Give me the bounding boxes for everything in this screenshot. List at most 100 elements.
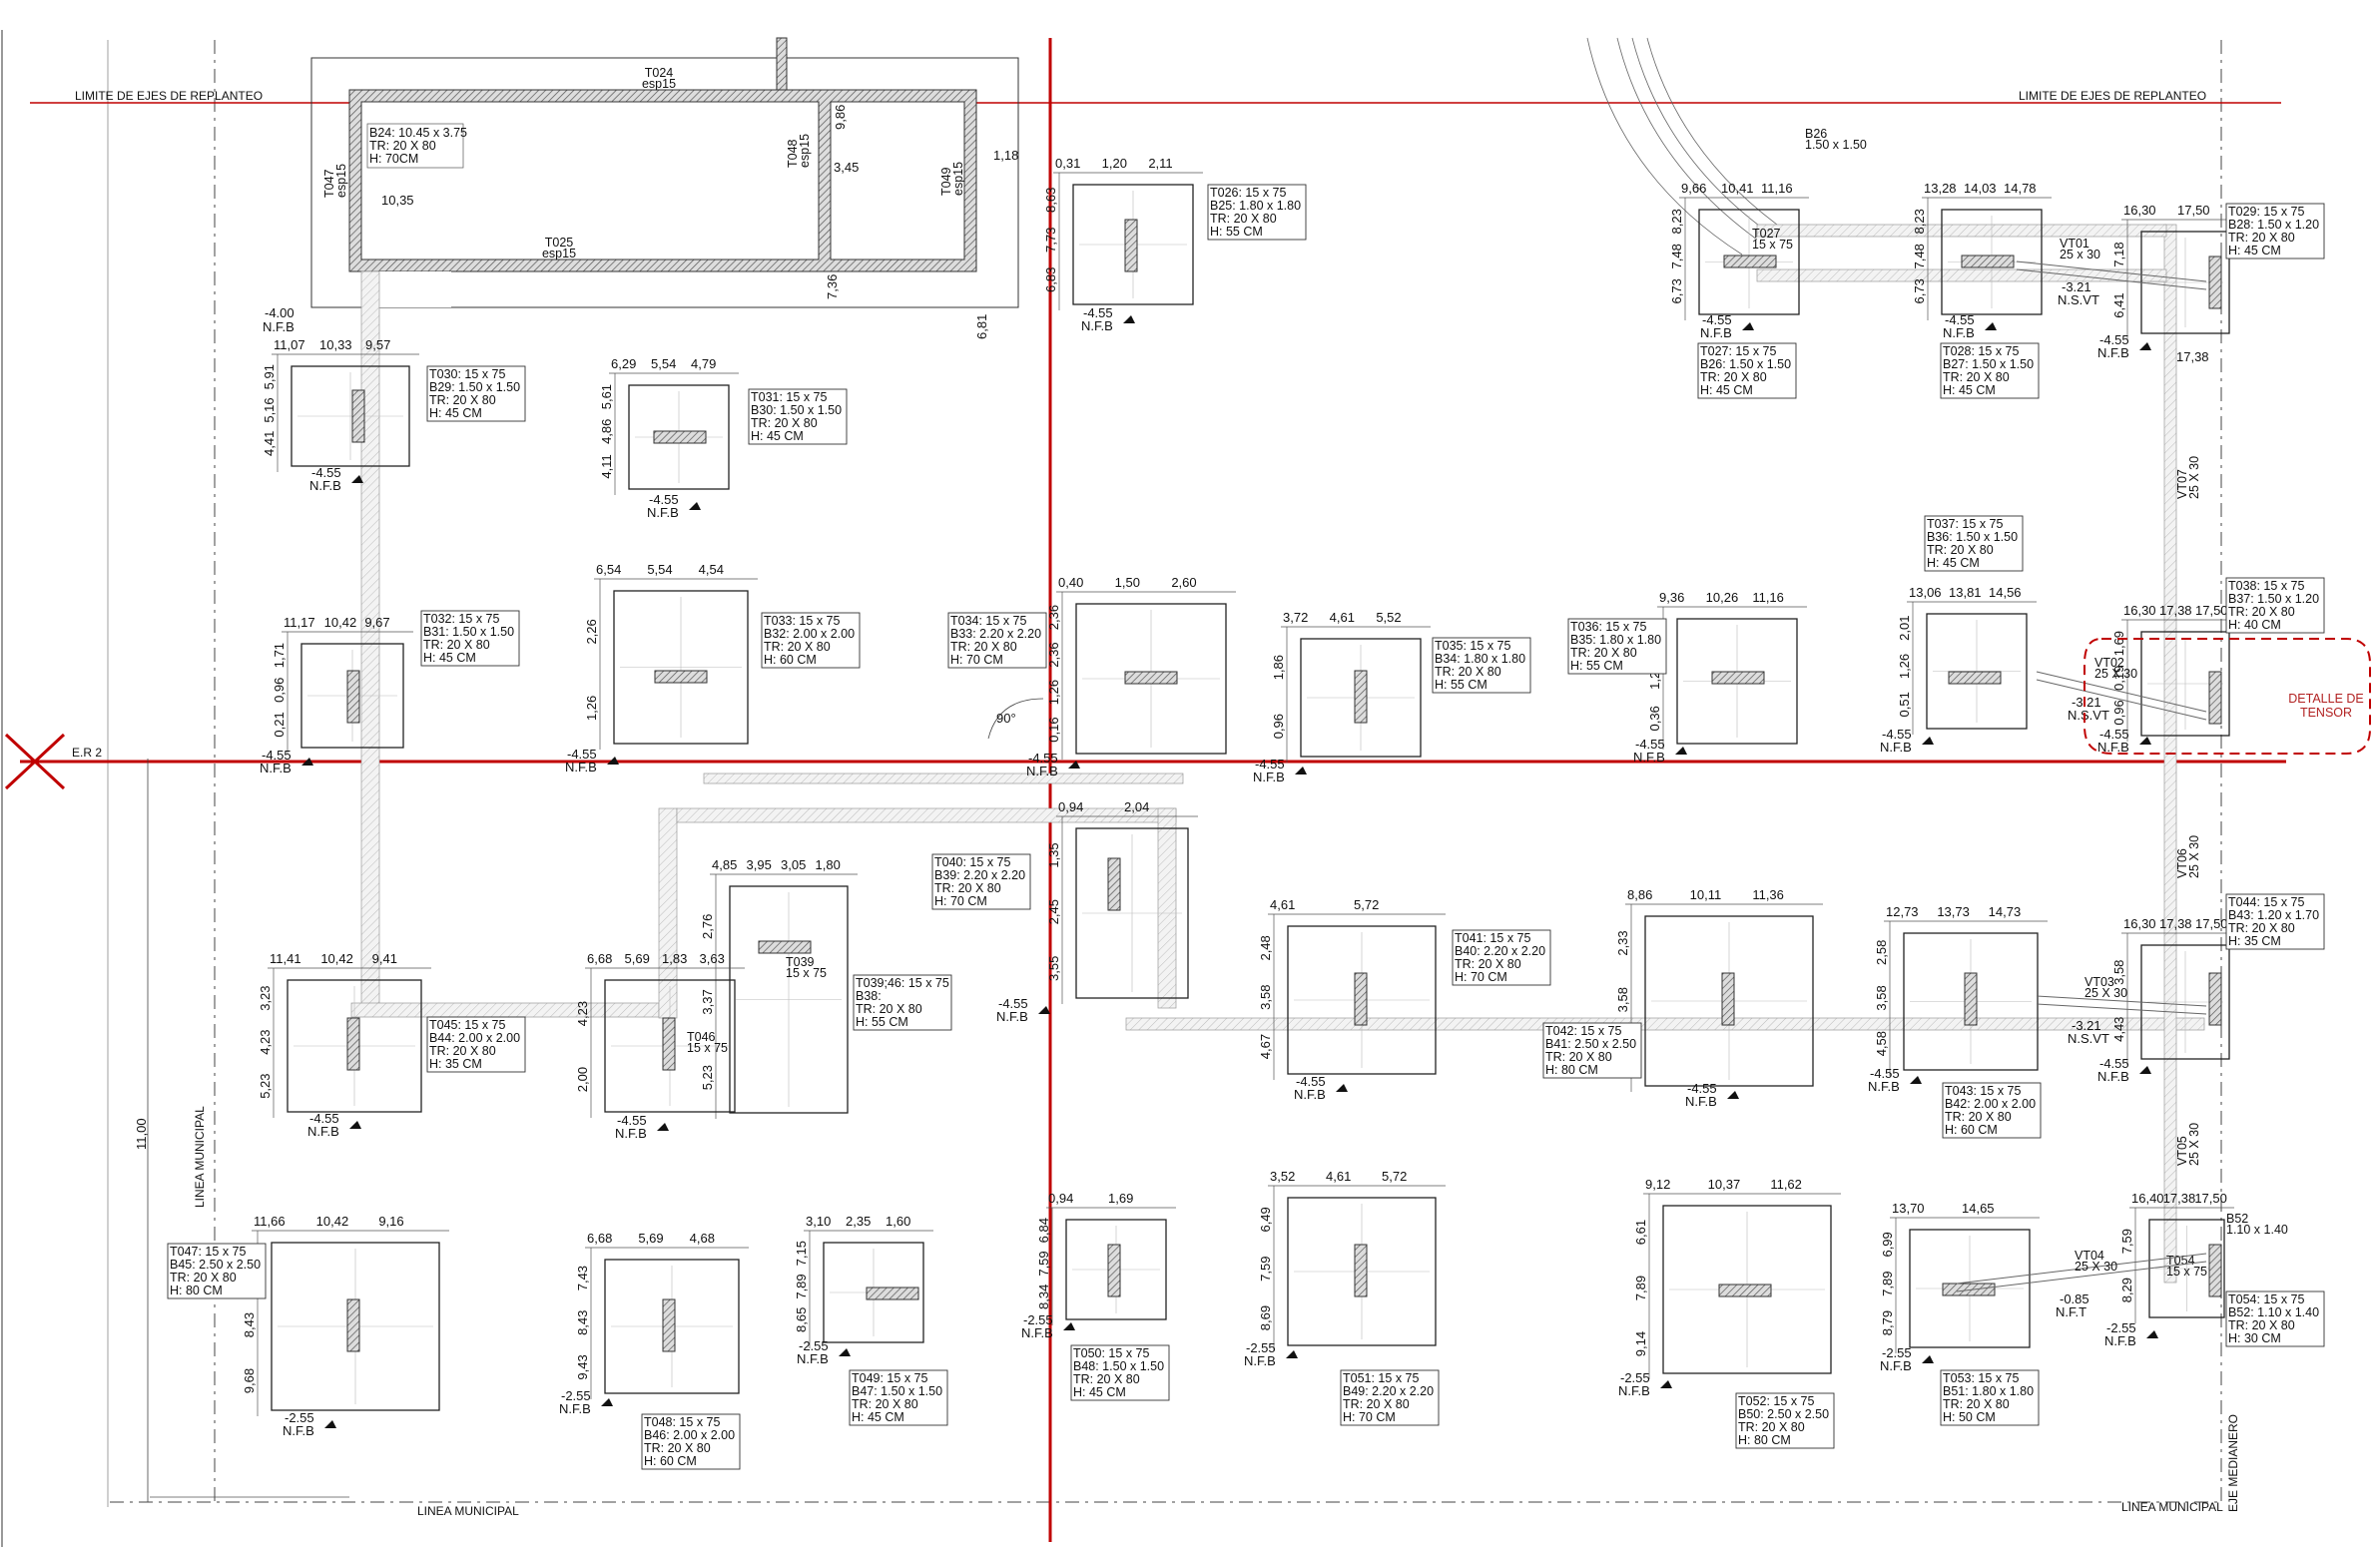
tensor-name: VT03	[2084, 975, 2114, 989]
level-marker-icon	[657, 1123, 669, 1131]
footing-label-line: T044: 15 x 75	[2228, 895, 2304, 909]
footing-outline	[1075, 603, 1227, 755]
level-nfb: N.F.B	[996, 1009, 1028, 1024]
dim-side: 9,43	[575, 1354, 590, 1379]
dim-side: 3,58	[1874, 985, 1889, 1010]
footing-tag: T046	[687, 1030, 716, 1044]
footing-label-line: TR: 20 X 80	[1210, 212, 1277, 226]
footing-label-line: B39: 2.20 x 2.20	[934, 868, 1025, 882]
footing-tag: T027	[1752, 227, 1781, 241]
dim-top: 0,40	[1058, 575, 1083, 590]
dim-side: 7,89	[1633, 1276, 1648, 1300]
dim-side: 1,69	[2111, 631, 2126, 656]
footing-label-line: B30: 1.50 x 1.50	[751, 403, 842, 417]
column-section	[2208, 1244, 2222, 1297]
level-value: -4.55	[1870, 1066, 1900, 1081]
footing-label-line: TR: 20 X 80	[2228, 1318, 2295, 1332]
level-value: -4.55	[1882, 727, 1912, 742]
footing-outline	[271, 1242, 440, 1411]
footing-label-line: H: 45 CM	[2228, 244, 2281, 258]
footing-label-line: T026: 15 x 75	[1210, 186, 1286, 200]
footing-label-line: T047: 15 x 75	[170, 1245, 246, 1259]
dim-side: 7,59	[1036, 1251, 1051, 1276]
level-value: -4.55	[567, 747, 597, 762]
footing-label-line: TR: 20 X 80	[751, 416, 818, 430]
level-nfb: N.F.B	[1633, 750, 1665, 765]
footing-label-line: T052: 15 x 75	[1738, 1394, 1814, 1408]
level-marker-icon	[2139, 737, 2151, 745]
column-section	[1723, 255, 1777, 268]
column-section	[1721, 972, 1735, 1026]
dim-side: 3,58	[2111, 960, 2126, 985]
dim-side: 8,43	[575, 1310, 590, 1335]
dim-top: 14,78	[2004, 181, 2037, 196]
dim-side: 7,89	[794, 1274, 809, 1298]
footing-label-line: T048: 15 x 75	[644, 1415, 720, 1429]
level-value: -4.55	[1635, 737, 1665, 752]
level-nfb: N.F.B	[1294, 1087, 1326, 1102]
footing-label-line: B44: 2.00 x 2.00	[429, 1031, 520, 1045]
tensor-size: 25 X 30	[2075, 1260, 2117, 1274]
column-section	[1354, 1244, 1368, 1297]
footing-label-line: T032: 15 x 75	[423, 612, 499, 626]
tensor-name: VT05	[2175, 1136, 2189, 1166]
dim-side: 3,58	[1615, 987, 1630, 1012]
dim-side: 8,23	[1912, 209, 1927, 234]
footing-label-line: T033: 15 x 75	[764, 614, 840, 628]
tank-dim: 10,35	[381, 193, 414, 208]
dim-side: 6,83	[1043, 267, 1058, 292]
footing-outline	[729, 885, 849, 1114]
footing-label-line: TR: 20 X 80	[1945, 1110, 2012, 1124]
dim-top: 17,38	[2159, 916, 2192, 931]
level-value: -2.55	[1620, 1370, 1650, 1385]
level-marker-icon	[2139, 1066, 2151, 1074]
footing-label-line: H: 60 CM	[764, 653, 817, 667]
footing-label-line: T027: 15 x 75	[1700, 344, 1776, 358]
dim-top: 0,94	[1048, 1191, 1073, 1206]
column-section	[866, 1287, 919, 1300]
dim-side: 1,71	[272, 643, 287, 668]
dim-top: 10,33	[319, 337, 352, 352]
column-section	[653, 430, 707, 444]
column-section	[1124, 671, 1178, 685]
dim-top: 3,52	[1270, 1169, 1295, 1184]
level-marker-icon	[839, 1348, 851, 1356]
dim-top: 17,50	[2177, 203, 2210, 218]
dim-side: 4,86	[599, 419, 614, 444]
dim-top: 8,86	[1627, 887, 1652, 902]
level-nfb: N.F.B	[615, 1126, 647, 1141]
dim-top: 1,20	[1102, 156, 1127, 171]
footing-outline	[1644, 915, 1814, 1087]
b26-name: B26	[1805, 127, 1827, 141]
dim-side: 8,29	[2119, 1278, 2134, 1302]
footing-label-line: H: 70 CM	[1455, 970, 1507, 984]
level-value: -4.55	[1296, 1074, 1326, 1089]
tank-dim: 7,36	[825, 274, 840, 299]
footing-outline	[2140, 631, 2230, 737]
municipal-label-vertical: LINEA MUNICIPAL	[193, 1106, 207, 1208]
dim-top: 17,38	[2159, 603, 2192, 618]
column-section	[758, 940, 812, 954]
dim-side: 2,26	[584, 619, 599, 644]
tank-dim: 3,45	[834, 160, 859, 175]
footing-label-line: H: 45 CM	[1943, 383, 1996, 397]
column-section	[346, 1298, 360, 1352]
